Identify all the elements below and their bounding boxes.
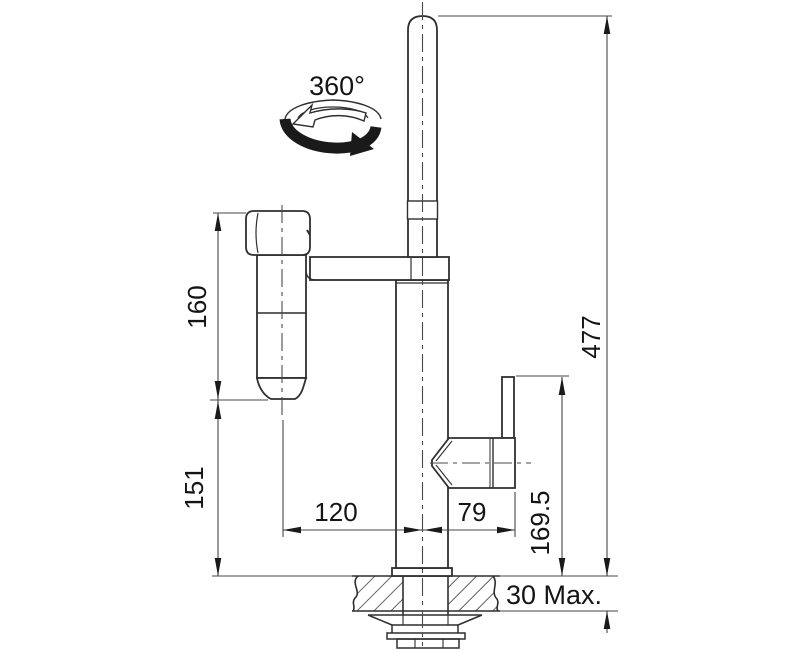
- filter-head: [245, 210, 311, 256]
- center-lines: [281, 2, 531, 646]
- dimension-label-spout-clearance: 151: [179, 466, 209, 509]
- counter-hatch-left: [353, 576, 403, 611]
- dimension-label-handle-top-height: 169.5: [525, 490, 555, 555]
- rotation-label: 360°: [309, 71, 365, 101]
- under-counter-fixing: [367, 614, 483, 649]
- dimension-arrowheads: [214, 16, 611, 629]
- dimension-label-counter-thickness: 30 Max.: [506, 580, 602, 610]
- dimension-label-filter-height: 160: [182, 285, 212, 328]
- counter-break-left: [352, 575, 359, 612]
- dimension-label-overall-height: 477: [576, 315, 606, 358]
- counter-break-right: [492, 575, 499, 612]
- filter-unit: [245, 210, 311, 400]
- counter-hatch-right: [448, 576, 498, 611]
- rotation-arrow-icon: [279, 99, 382, 156]
- filter-arm: [309, 256, 450, 281]
- countertop-section: [352, 575, 500, 615]
- hex-nut: [396, 638, 460, 649]
- dimension-label-filter-offset: 120: [314, 497, 357, 527]
- handle-lever: [501, 376, 515, 439]
- dimension-label-handle-offset: 79: [458, 497, 487, 527]
- locknut-flange: [386, 632, 466, 640]
